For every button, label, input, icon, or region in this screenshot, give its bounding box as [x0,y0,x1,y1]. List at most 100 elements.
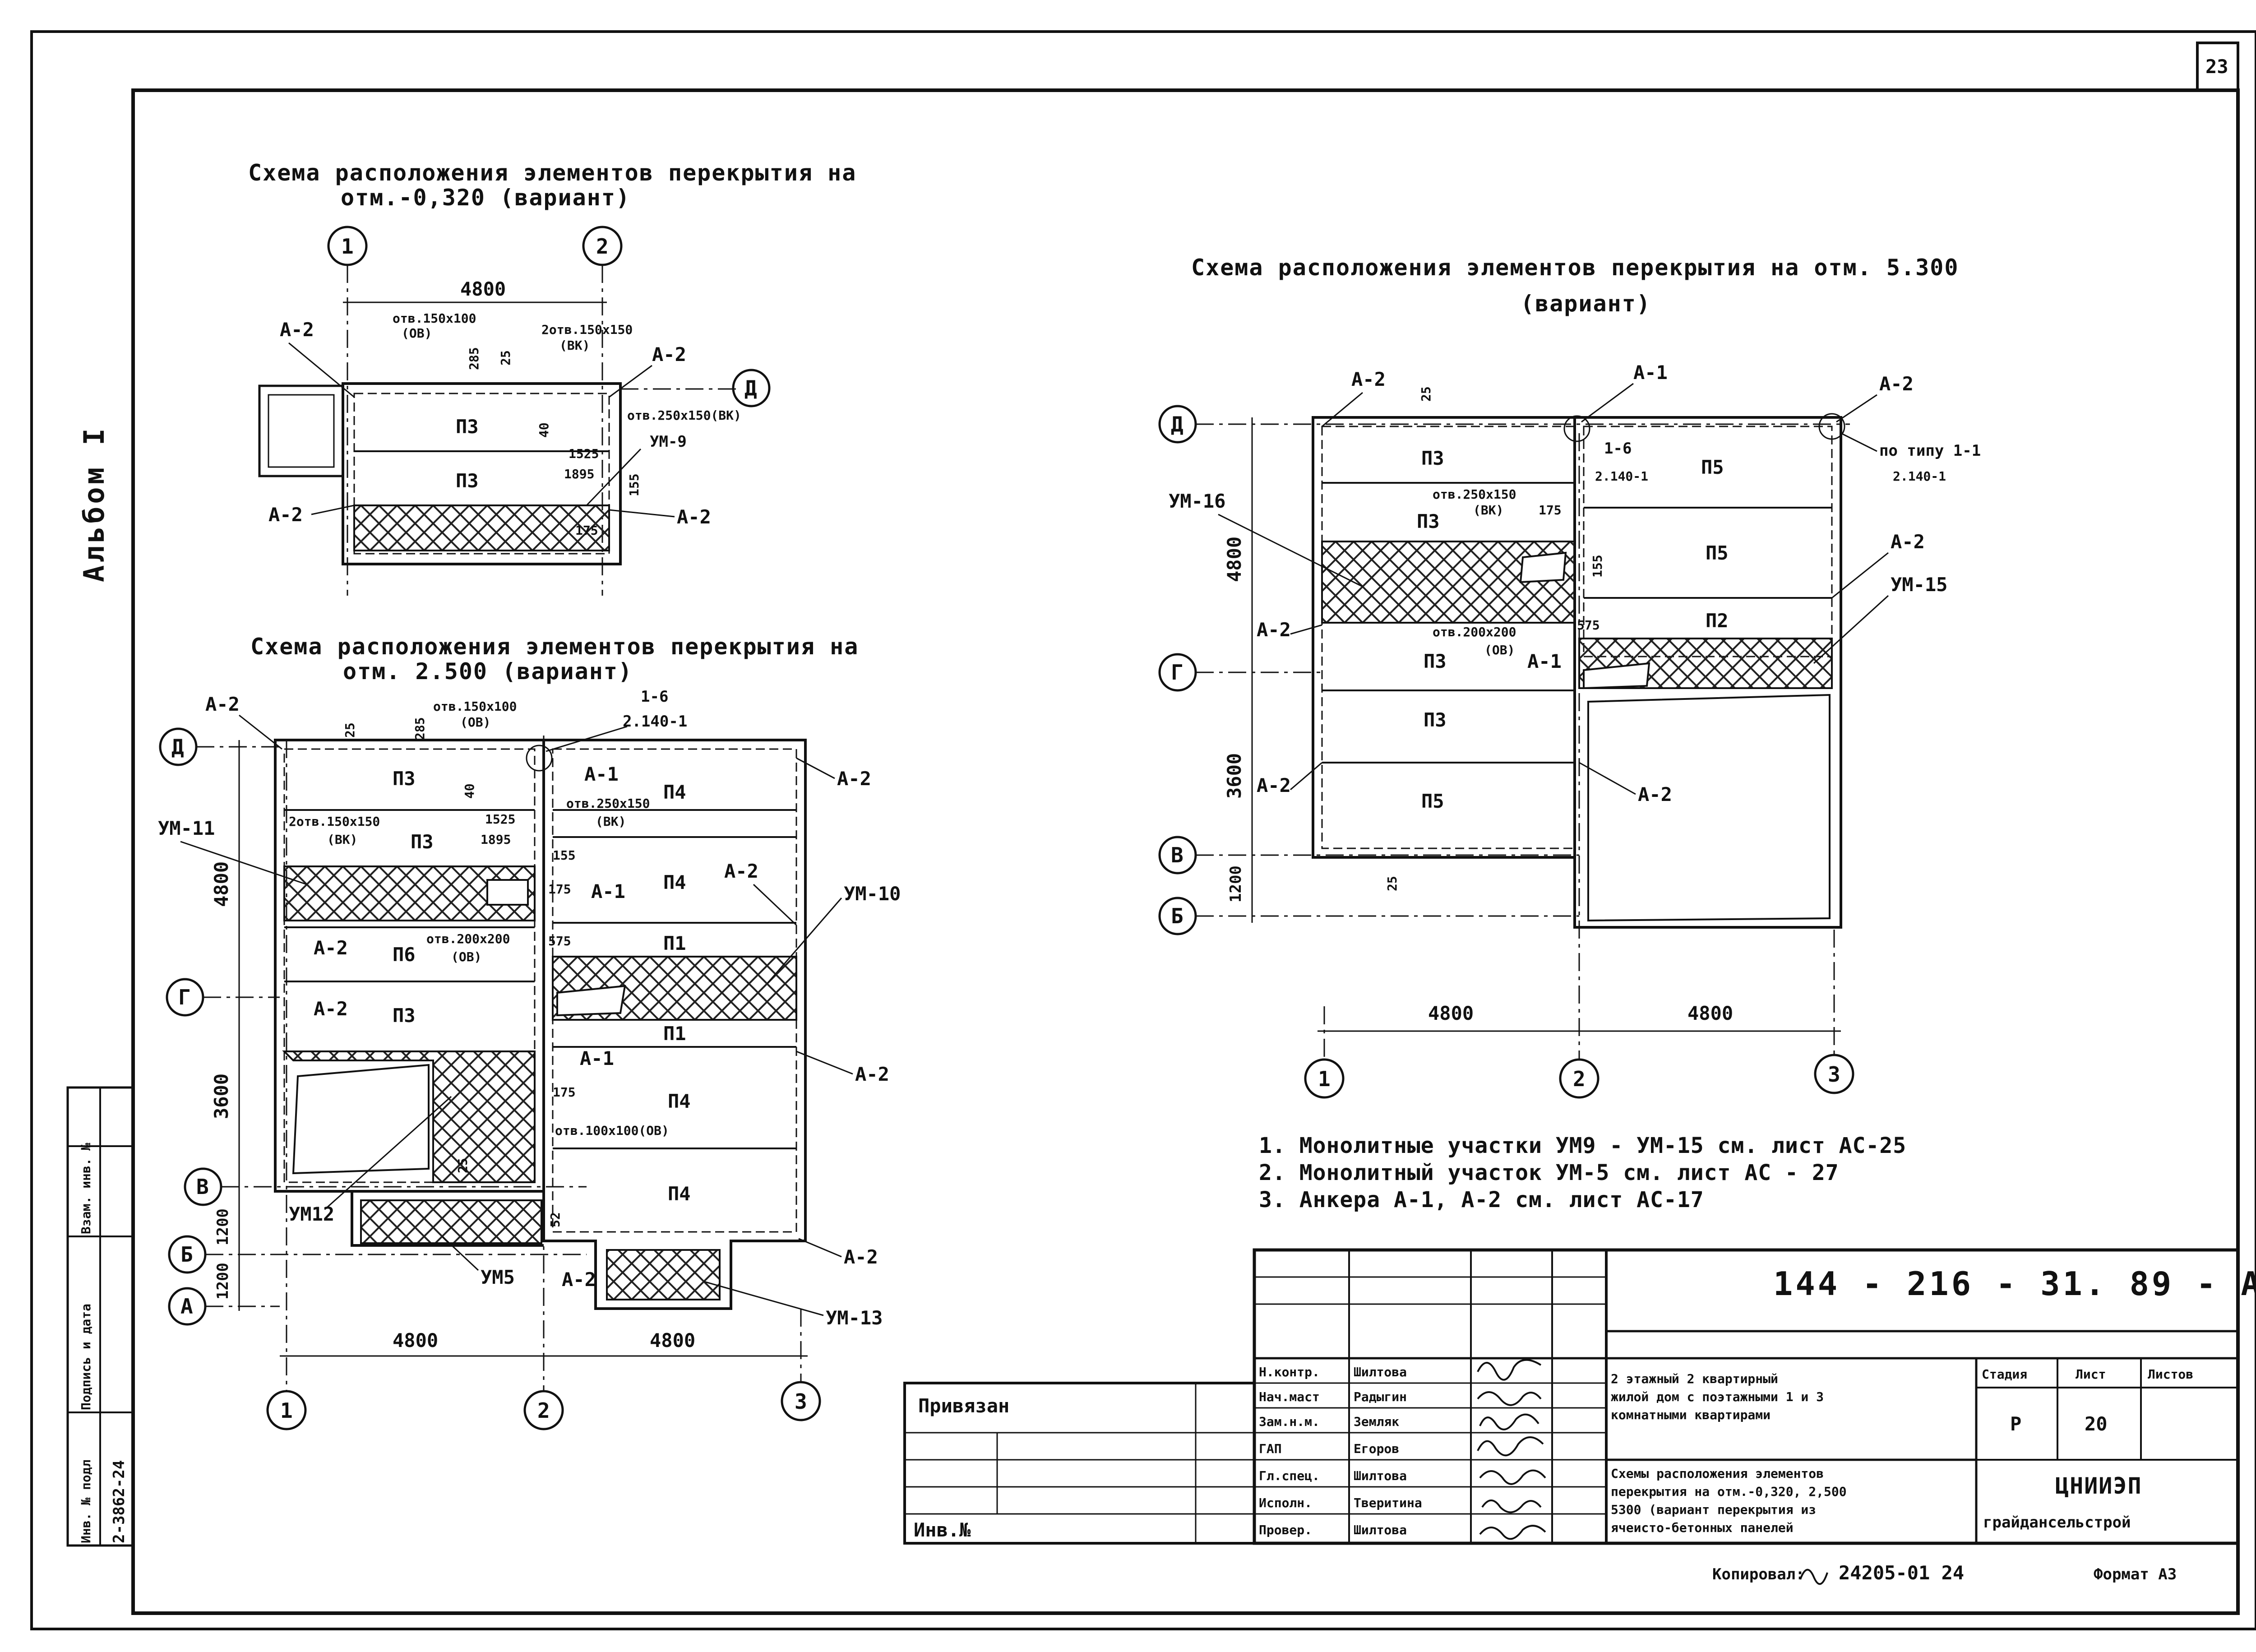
plan2-d155: 155 [553,848,576,863]
plan1-title-1: Схема расположения элементов перекрытия … [248,160,856,186]
plan3-title-2: (вариант) [1521,291,1651,317]
inv-value: 2-3862-24 [110,1460,128,1543]
plan2-dim-4800a: 4800 [393,1329,438,1351]
plan2-panel-p4a: П4 [663,781,686,803]
stamp-name-2: Радыгин [1354,1389,1407,1404]
plan3-panel-p5c: П5 [1421,790,1444,812]
plan2-panel-p6: П6 [393,944,416,966]
stamp-sheet-title-1: Схемы расположения элементов [1611,1466,1824,1481]
plan2-node-sheet: 2.140-1 [623,713,687,731]
plan3-hole-2b: (ОВ) [1484,643,1515,657]
plan2-axis-3: 3 [795,1389,807,1414]
plan1-hole-2: 2отв.150х150 [541,322,633,337]
plan1-hole-1: отв.150х100 [393,311,476,326]
plan1-a2-3: А-2 [268,504,303,526]
stamp-project-3: комнатными квартирами [1611,1407,1771,1422]
plan3-um16: УМ-16 [1169,490,1225,512]
copy-number: 24205-01 24 [1839,1562,1964,1584]
plan2-dim-1200a: 1200 [214,1208,232,1245]
plan3-d25: 25 [1419,386,1433,402]
stamp-sheet-title-3: 5300 (вариант перекрытия из [1611,1502,1816,1517]
plan2-panel-p1b: П1 [663,1023,686,1045]
plan2-panel-p3b: П3 [411,831,434,853]
plan1-title-2: отм.-0,320 (вариант) [341,185,630,211]
plan2-d575: 575 [548,934,571,949]
plan3-a2-3: А-2 [1891,531,1925,553]
plan2-d52: 52 [548,1212,563,1227]
plan2-panel-p3c: П3 [393,1004,416,1027]
plan1-d40: 40 [536,422,551,438]
stamp-name-5: Шилтова [1354,1468,1407,1483]
plan2-dim-3600v: 3600 [210,1074,232,1119]
stamp-name-1: Шилтова [1354,1365,1407,1379]
plan2-node: 1-6 [641,688,668,706]
plan3-axis-v: В [1171,843,1183,867]
plan3-node: 1-6 [1604,440,1632,458]
plan2-a2-7: А-2 [844,1246,878,1268]
plan3-panel-p2: П2 [1706,610,1729,632]
plan1-d1525: 1525 [569,446,599,461]
plan3-dim-4800v: 4800 [1223,537,1245,582]
plan1-um9: УМ-9 [650,433,687,451]
stamp-stage: Р [2010,1413,2021,1435]
plan1-a2-1: А-2 [280,319,314,341]
plan3-axis-3: 3 [1828,1062,1840,1087]
plan3-panel-p5a: П5 [1701,456,1724,478]
plan1-axis-1: 1 [341,234,354,259]
plan2-um10: УМ-10 [844,883,901,905]
plan2-dim-4800v: 4800 [210,861,232,907]
plan3-hole-1: отв.250х150 [1433,487,1516,502]
plan1-d25: 25 [498,350,513,366]
sheet-number-box [2196,42,2239,92]
plan2-hole-1: отв.150х100 [433,699,517,714]
plan2-hole-4b: (ОВ) [451,949,481,964]
plan2-axis-2: 2 [537,1398,550,1423]
plan2-hole-2b: (ВК) [327,832,357,847]
plan2-panel-p1a: П1 [663,932,686,954]
plan2-d1895: 1895 [481,832,511,847]
plan1-dim-width: 4800 [460,278,506,300]
plan1-a2-2: А-2 [652,343,686,366]
stamp-lists-hdr: Листов [2148,1367,2193,1382]
plan2-axis-a: А [180,1294,193,1319]
plan3-a2-6: А-2 [1638,783,1672,805]
outer-border [30,30,2256,1630]
plan3-hole-2: отв.200х200 [1433,625,1516,639]
plan2-axis-1: 1 [280,1398,293,1423]
stamp-role-4: ГАП [1259,1441,1282,1456]
plan2-d25b: 25 [455,1158,470,1173]
plan2-hole-1b: (ОВ) [460,715,490,730]
plan1-d155: 155 [627,473,642,496]
plan2-d175: 175 [548,882,571,897]
plan3-a2-1: А-2 [1351,368,1386,390]
plan3-panel-p3a: П3 [1421,447,1444,469]
stamp-project-1: 2 этажный 2 квартирный [1611,1371,1778,1386]
plan3-a2-5: А-2 [1257,774,1291,796]
stamp-privyazan: Привязан [918,1395,1009,1417]
plan2-hole-4: отв.200х200 [426,931,510,946]
plan2-panel-p4b: П4 [663,871,686,893]
plan3-panel-p3b: П3 [1417,510,1440,532]
plan1-axis-d: Д [744,376,757,400]
plan2-um11: УМ-11 [158,817,215,839]
plan2-d1525: 1525 [485,812,515,827]
vzam-inv-label: Взам. инв. № [79,1143,93,1234]
inner-frame [131,88,2240,1615]
plan3-type-ref: по типу 1-1 [1879,442,1981,460]
stamp-name-6: Тверитина [1354,1495,1422,1510]
plan3-axis-b: Б [1171,904,1183,928]
copied-label: Копировал: [1712,1565,1805,1583]
stamp-role-6: Исполн. [1259,1495,1312,1510]
plan3-dim-1200v: 1200 [1227,865,1245,902]
plan3-panel-p5b: П5 [1706,542,1729,564]
stamp-org-1: ЦНИИЭП [2055,1473,2142,1499]
plan2-a2-4: А-2 [314,937,348,959]
plan2-a2-3: А-2 [724,860,758,882]
plan2-dim-1200b: 1200 [214,1263,232,1300]
plan3-panel-p3d: П3 [1424,709,1447,731]
plan2-um5: УМ5 [481,1266,515,1288]
podpis-data-label: Подпись и дата [79,1304,93,1410]
plan3-axis-2: 2 [1573,1067,1586,1091]
